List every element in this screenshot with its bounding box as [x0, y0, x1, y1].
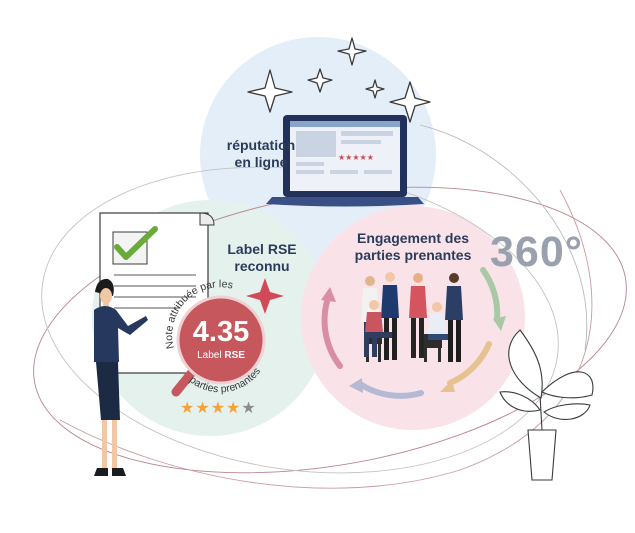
star-filled-icon: ★ [195, 400, 211, 417]
presenter-woman-icon [94, 278, 148, 476]
plant-icon [499, 329, 594, 481]
star-empty-icon: ★ [241, 400, 257, 417]
score-label-prefix: Label [197, 350, 222, 361]
rating-stars: ★★★★★ [180, 398, 257, 418]
laptop-icon: ★★★★★ [266, 115, 424, 207]
rse-label: Label RSE reconnu [214, 241, 310, 275]
engagement-line-2: parties prenantes [354, 247, 472, 263]
star-filled-icon: ★ [180, 400, 196, 417]
star-filled-icon: ★ [210, 400, 227, 417]
score-value: 4.35 [192, 316, 250, 348]
sparkle-star-icon [247, 37, 431, 123]
rse-line-1: Label RSE [227, 241, 297, 257]
engagement-line-1: Engagement des [356, 230, 470, 246]
score-label-emph: RSE [224, 350, 245, 361]
star-filled-icon: ★ [226, 400, 242, 417]
engagement-label: Engagement des parties prenantes [350, 230, 476, 264]
degree-360-label: 360° [490, 228, 583, 276]
cycle-arrows-icon [321, 267, 506, 399]
rse-line-2: reconnu [234, 258, 290, 274]
team-people-icon [361, 272, 463, 362]
score-label: Label RSE [181, 350, 261, 362]
laptop-rating-stars: ★★★★★ [338, 153, 374, 162]
gear-star-icon [246, 278, 284, 314]
reputation-line-2: en ligne [234, 154, 288, 170]
reputation-label: réputation en ligne [203, 137, 319, 171]
reputation-line-1: réputation [226, 137, 296, 153]
